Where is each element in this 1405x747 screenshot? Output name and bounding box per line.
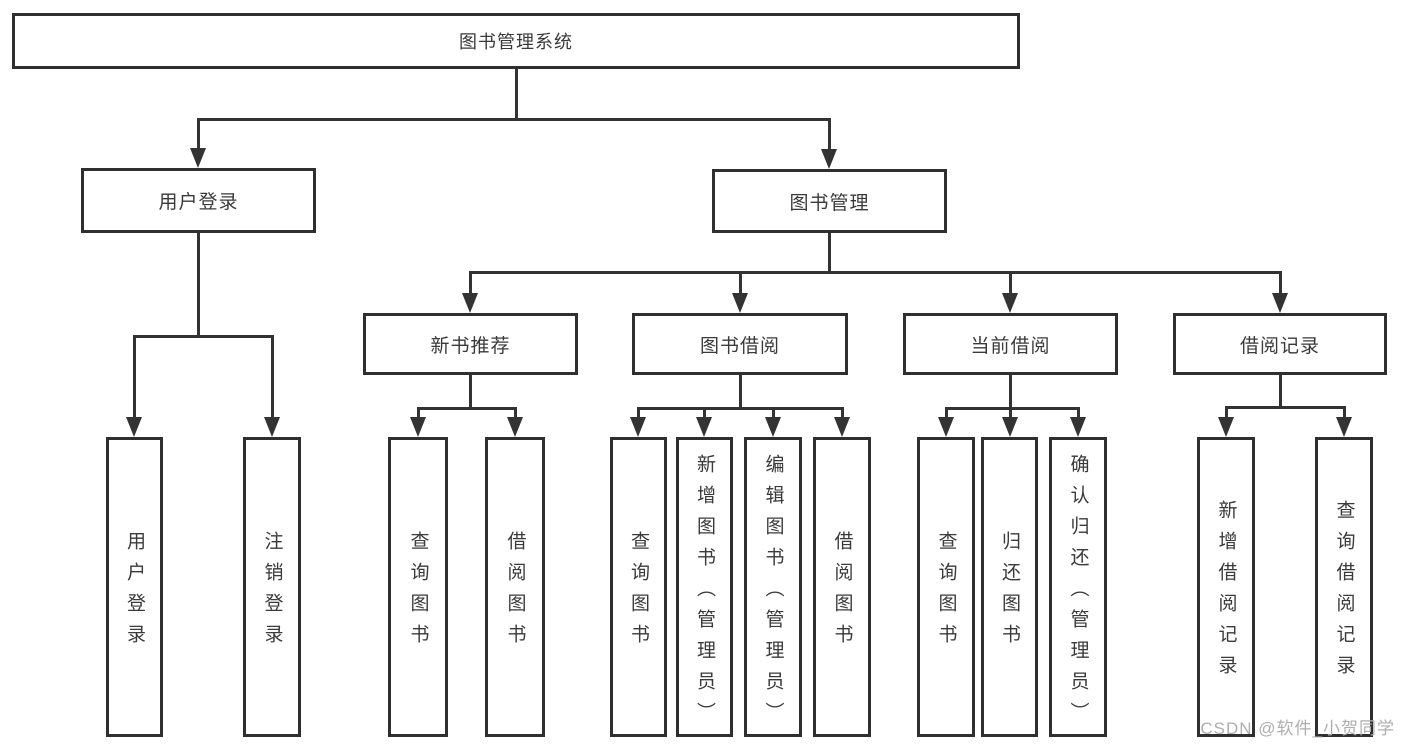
arrow-shaft: [1224, 406, 1228, 419]
connector-line: [738, 375, 742, 410]
arrow-shaft: [636, 407, 640, 419]
leaf-label: 新增借阅记录: [1215, 500, 1237, 686]
leaf-label: 归还图书: [999, 531, 1020, 655]
arrowhead-icon: [630, 417, 646, 437]
leaf-label: 编辑图书（管理员）: [762, 453, 784, 733]
leaf-logout: 注销登录: [243, 437, 301, 737]
leaf-label: 借阅图书: [504, 531, 526, 655]
arrowhead-icon: [696, 417, 712, 437]
node-library-system-root: 图书管理系统: [12, 13, 1020, 69]
leaf-query-books-current: 查询图书: [917, 437, 975, 737]
leaf-edit-books-admin: 编辑图书（管理员）: [744, 437, 802, 737]
connector-line: [196, 118, 831, 121]
arrow-shaft: [270, 335, 274, 419]
connector-line: [1224, 406, 1346, 409]
arrow-shaft: [468, 271, 472, 295]
leaf-label: 确认归还（管理员）: [1067, 453, 1089, 733]
connector-line: [514, 69, 518, 121]
leaf-return-books: 归还图书: [981, 437, 1038, 737]
leaf-user-login: 用户登录: [106, 437, 163, 737]
arrowhead-icon: [1336, 417, 1352, 437]
connector-line: [196, 233, 200, 338]
arrow-shaft: [944, 407, 948, 419]
arrowhead-icon: [1002, 417, 1018, 437]
node-borrow-records: 借阅记录: [1173, 313, 1387, 375]
node-new-book-recommend: 新书推荐: [363, 313, 578, 375]
leaf-add-books-admin: 新增图书（管理员）: [676, 437, 733, 737]
leaf-label: 查询借阅记录: [1333, 500, 1355, 686]
connector-line: [827, 232, 831, 274]
arrowhead-icon: [462, 293, 478, 313]
arrowhead-icon: [1218, 417, 1234, 437]
arrow-shaft: [196, 118, 200, 150]
arrowhead-icon: [938, 417, 954, 437]
connector-line: [1278, 375, 1282, 409]
arrow-shaft: [416, 407, 420, 419]
node-book-borrow: 图书借阅: [632, 313, 848, 375]
arrowhead-icon: [264, 417, 280, 437]
arrowhead-icon: [126, 417, 142, 437]
connector-line: [944, 407, 1080, 410]
connector-line: [636, 407, 844, 410]
node-user-login: 用户登录: [81, 168, 316, 233]
leaf-confirm-return-admin: 确认归还（管理员）: [1049, 437, 1107, 737]
leaf-label: 查询图书: [935, 531, 957, 655]
arrowhead-icon: [190, 148, 206, 168]
arrowhead-icon: [410, 417, 426, 437]
leaf-borrow-books: 借阅图书: [813, 437, 871, 737]
connector-line: [468, 375, 472, 410]
arrow-shaft: [702, 407, 706, 419]
node-book-management: 图书管理: [712, 169, 947, 233]
connector-line: [416, 407, 517, 410]
arrow-shaft: [1278, 271, 1282, 295]
node-current-borrow: 当前借阅: [903, 313, 1118, 375]
leaf-label: 用户登录: [124, 531, 145, 655]
connector-line: [132, 335, 274, 338]
arrowhead-icon: [1272, 293, 1288, 313]
arrow-shaft: [840, 407, 844, 419]
arrow-shaft: [827, 118, 831, 151]
arrowhead-icon: [765, 417, 781, 437]
leaf-borrow-books-recommend: 借阅图书: [485, 437, 545, 737]
arrow-shaft: [1008, 407, 1012, 419]
watermark: CSDN @软件_小贺同学: [1200, 719, 1395, 738]
arrow-shaft: [1008, 271, 1012, 295]
arrowhead-icon: [821, 149, 837, 169]
arrow-shaft: [1342, 406, 1346, 419]
arrowhead-icon: [1070, 417, 1086, 437]
arrow-shaft: [132, 335, 136, 419]
leaf-label: 新增图书（管理员）: [694, 453, 715, 733]
arrowhead-icon: [834, 417, 850, 437]
arrowhead-icon: [1002, 293, 1018, 313]
arrow-shaft: [1076, 407, 1080, 419]
arrow-shaft: [738, 271, 742, 295]
arrowhead-icon: [732, 293, 748, 313]
connector-line: [468, 271, 1282, 274]
leaf-label: 借阅图书: [831, 531, 853, 655]
leaf-label: 注销登录: [261, 531, 283, 655]
arrowhead-icon: [507, 417, 523, 437]
leaf-query-books-recommend: 查询图书: [388, 437, 448, 737]
leaf-label: 查询图书: [407, 531, 429, 655]
connector-line: [1008, 375, 1012, 410]
leaf-query-borrow-record: 查询借阅记录: [1315, 437, 1373, 737]
arrow-shaft: [513, 407, 517, 419]
leaf-label: 查询图书: [628, 531, 649, 655]
arrow-shaft: [771, 407, 775, 419]
leaf-add-borrow-record: 新增借阅记录: [1197, 437, 1255, 737]
leaf-query-books-borrow: 查询图书: [610, 437, 667, 737]
